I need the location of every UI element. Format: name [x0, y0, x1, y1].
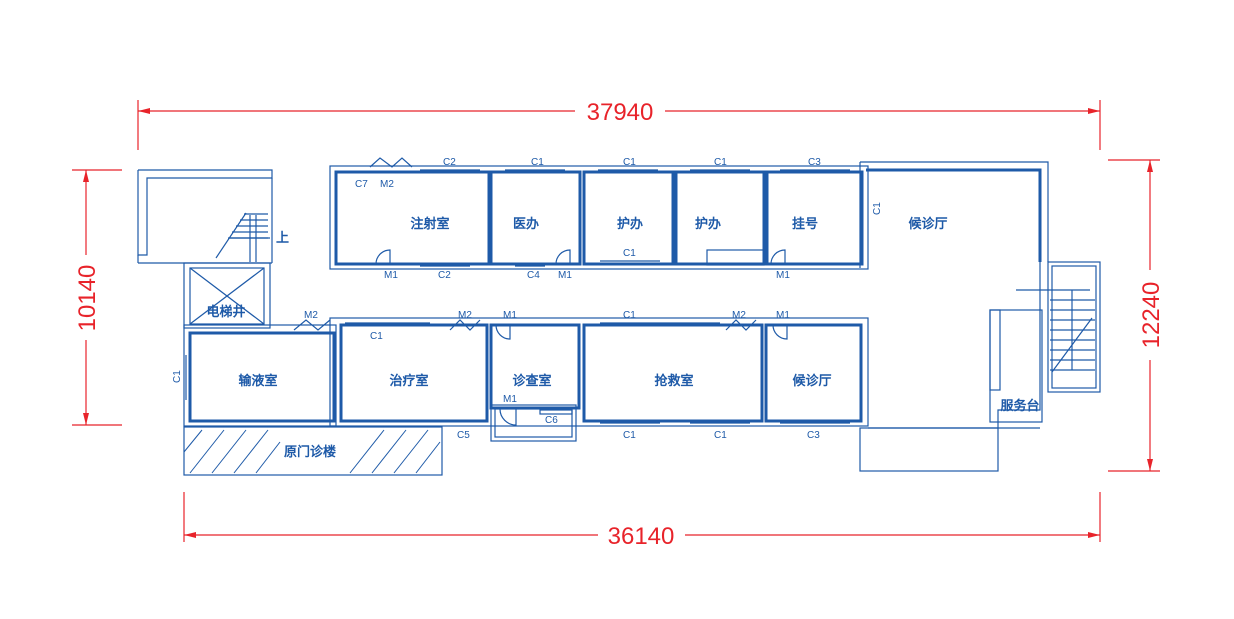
room-nurse-office-1: 护办 [617, 216, 643, 232]
code-c1-vertical-right: C1 [872, 202, 883, 215]
code-c7: C7 [355, 179, 368, 190]
code-c2-top: C2 [443, 157, 456, 168]
room-registration: 挂号 [792, 216, 818, 232]
code-c1-rescue: C1 [623, 310, 636, 321]
code-c3-top: C3 [808, 157, 821, 168]
building-walls [137, 161, 1101, 472]
window-marks [185, 169, 863, 424]
stair-left: 上 [215, 212, 289, 262]
original-building: 原门诊楼 [183, 426, 443, 476]
code-m2-elevator: M2 [304, 310, 318, 321]
dimension-bottom: 36140 [183, 492, 1101, 550]
code-m2-rescue: M2 [732, 310, 746, 321]
room-exam: 诊查室 [512, 373, 551, 389]
code-c1-treatment: C1 [370, 331, 383, 342]
room-waiting-hall-bottom: 候诊厅 [792, 373, 831, 389]
code-c1-c: C1 [714, 157, 727, 168]
dimension-right: 12240 [1108, 159, 1165, 472]
room-rescue: 抢救室 [654, 373, 693, 389]
opening-codes: C7 M2 C2 C1 C1 C1 C3 C1 M1 C2 C4 M1 C1 M… [172, 157, 883, 441]
code-c1-nurse: C1 [623, 248, 636, 259]
dimension-top-label: 37940 [587, 99, 654, 126]
room-labels: 注射室 医办 护办 护办 挂号 候诊厅 电梯井 输液室 治疗室 诊查室 抢救室 … [206, 216, 1039, 414]
code-c2-bottom: C2 [438, 270, 451, 281]
code-m1-a: M1 [384, 270, 398, 281]
code-c1-bottom-b: C1 [714, 430, 727, 441]
dimension-left: 10140 [72, 169, 122, 426]
original-building-label: 原门诊楼 [284, 444, 336, 460]
dimension-left-label: 10140 [74, 265, 101, 332]
stair-right [1016, 289, 1095, 373]
room-waiting-hall-top: 候诊厅 [908, 216, 947, 232]
code-c1-bottom-a: C1 [623, 430, 636, 441]
dimension-top: 37940 [137, 99, 1101, 150]
code-c1-vertical-left: C1 [172, 370, 183, 383]
dimension-bottom-label: 36140 [608, 523, 675, 550]
room-service-desk: 服务台 [1000, 398, 1039, 414]
code-m1-c: M1 [776, 270, 790, 281]
code-c1-a: C1 [531, 157, 544, 168]
code-m2-top: M2 [380, 179, 394, 190]
room-treatment: 治疗室 [389, 373, 428, 389]
code-m1-small: M1 [503, 394, 517, 405]
code-m1-exam: M1 [503, 310, 517, 321]
code-c6: C6 [545, 415, 558, 426]
dimension-right-label: 12240 [1138, 282, 1165, 349]
room-injection: 注射室 [410, 216, 449, 232]
room-elevator: 电梯井 [206, 304, 245, 320]
code-m1-b: M1 [558, 270, 572, 281]
code-c5: C5 [457, 430, 470, 441]
code-m2-treatment: M2 [458, 310, 472, 321]
code-m1-rescue: M1 [776, 310, 790, 321]
code-c1-b: C1 [623, 157, 636, 168]
room-doctor-office: 医办 [513, 216, 539, 232]
stair-up-label: 上 [276, 231, 289, 246]
room-nurse-office-2: 护办 [695, 216, 721, 232]
code-c3-bottom: C3 [807, 430, 820, 441]
room-infusion: 输液室 [238, 373, 277, 389]
door-swings [293, 157, 788, 426]
code-c4: C4 [527, 270, 540, 281]
